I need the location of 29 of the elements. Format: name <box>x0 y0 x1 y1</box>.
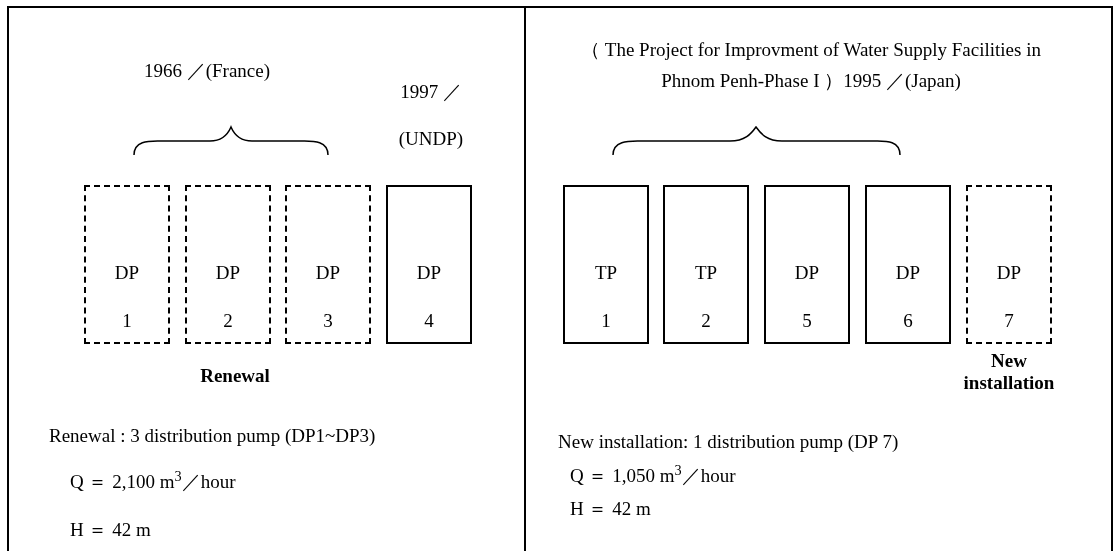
pump-label: DP 1 <box>113 261 141 333</box>
annotation-text: Renewal : 3 distribution pump (DP1~DP3) <box>49 424 377 448</box>
pump-box <box>764 185 850 344</box>
annotation-text: 1997 ／ (UNDP) <box>397 80 465 151</box>
pump-box <box>663 185 749 344</box>
pump-label: TP 2 <box>693 261 719 333</box>
annotation-text: 1966 ／(France) <box>142 59 272 83</box>
pump-box <box>386 185 472 344</box>
pump-label: DP 5 <box>793 261 821 333</box>
pump-box <box>966 185 1052 344</box>
pump-box <box>84 185 170 344</box>
pump-caption: New installation <box>962 350 1056 394</box>
pump-box <box>285 185 371 344</box>
pump-box <box>563 185 649 344</box>
pump-label: DP 4 <box>415 261 443 333</box>
pump-box <box>185 185 271 344</box>
pump-label: DP 3 <box>314 261 342 333</box>
annotation-text: （ The Project for Improvment of Water Supply Facilities in Phnom Penh-Phase I ）1995 ／(Japan) <box>580 38 1042 93</box>
pump-label: DP 6 <box>894 261 922 333</box>
annotation-text: H ＝ 42 m <box>70 518 152 542</box>
pump-box <box>865 185 951 344</box>
pump-label: DP 7 <box>995 261 1023 333</box>
annotation-text: H ＝ 42 m <box>570 497 652 521</box>
annotation-text: Q ＝ 2,100 m$^{3}$／hour <box>70 466 237 494</box>
annotation-text: Renewal <box>199 364 271 388</box>
annotation-text: New installation: 1 distribution pump (DP 7) <box>558 430 900 454</box>
pump-label: TP 1 <box>593 261 619 333</box>
annotation-text: Q ＝ 1,050 m$^{3}$／hour <box>570 460 737 488</box>
pump-label: DP 2 <box>214 261 242 333</box>
